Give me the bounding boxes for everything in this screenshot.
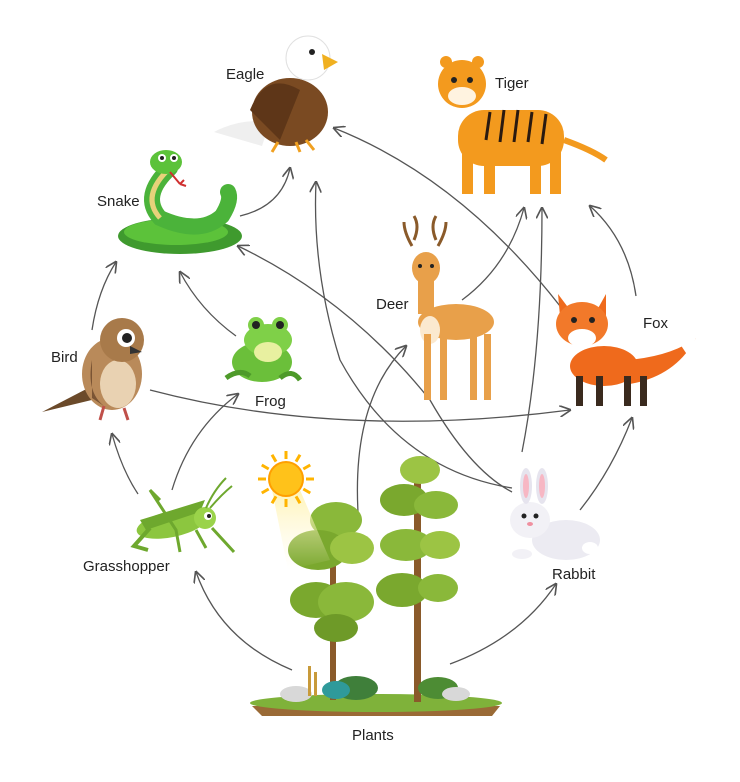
- sun-ray: [261, 463, 270, 471]
- node-label-grasshopper: Grasshopper: [83, 558, 170, 575]
- grasshopper-illustration: [130, 477, 236, 554]
- node-label-rabbit: Rabbit: [552, 566, 596, 583]
- arrow-grasshopper-to-frog: [171, 394, 238, 491]
- fox-illustration: [556, 294, 696, 406]
- sun-ray: [270, 495, 278, 504]
- sun-ray: [294, 454, 302, 463]
- node-label-eagle: Eagle: [226, 66, 265, 83]
- arrow-rabbit-to-eagle: [316, 182, 513, 489]
- snake-illustration: [118, 150, 242, 254]
- deer-illustration: [402, 215, 494, 400]
- node-label-frog: Frog: [255, 393, 286, 410]
- arrow-snake-to-eagle: [239, 168, 290, 217]
- arrow-fox-to-tiger: [590, 206, 637, 297]
- sun-icon: [258, 451, 330, 570]
- node-label-plants: Plants: [352, 727, 394, 744]
- frog-illustration: [224, 317, 303, 382]
- arrow-frog-to-snake: [180, 272, 237, 337]
- tiger-illustration: [438, 56, 608, 194]
- arrow-rabbit-to-snake: [238, 246, 513, 493]
- bird-illustration: [42, 318, 144, 421]
- arrow-plants-to-grasshopper: [196, 572, 293, 671]
- rabbit-illustration: [510, 468, 600, 560]
- sun-ray: [261, 487, 270, 495]
- node-label-tiger: Tiger: [495, 75, 529, 92]
- arrow-bird-to-snake: [91, 262, 116, 331]
- arrow-layer: [91, 128, 637, 671]
- eagle-illustration: [214, 35, 338, 153]
- node-label-deer: Deer: [376, 296, 409, 313]
- node-label-fox: Fox: [643, 315, 669, 332]
- arrow-plants-to-rabbit: [449, 584, 556, 665]
- arrow-rabbit-to-tiger: [521, 208, 542, 453]
- sun-ray: [294, 495, 302, 504]
- node-label-snake: Snake: [97, 193, 140, 210]
- arrow-fox-to-eagle: [334, 128, 561, 307]
- sun-ray: [302, 463, 311, 471]
- arrow-bird-to-fox: [149, 389, 570, 422]
- arrow-rabbit-to-fox: [579, 418, 632, 511]
- node-label-bird: Bird: [51, 349, 78, 366]
- sun-ray: [302, 487, 311, 495]
- sun-ray: [270, 454, 278, 463]
- arrow-grasshopper-to-bird: [112, 434, 139, 495]
- arrow-deer-to-tiger: [461, 208, 524, 301]
